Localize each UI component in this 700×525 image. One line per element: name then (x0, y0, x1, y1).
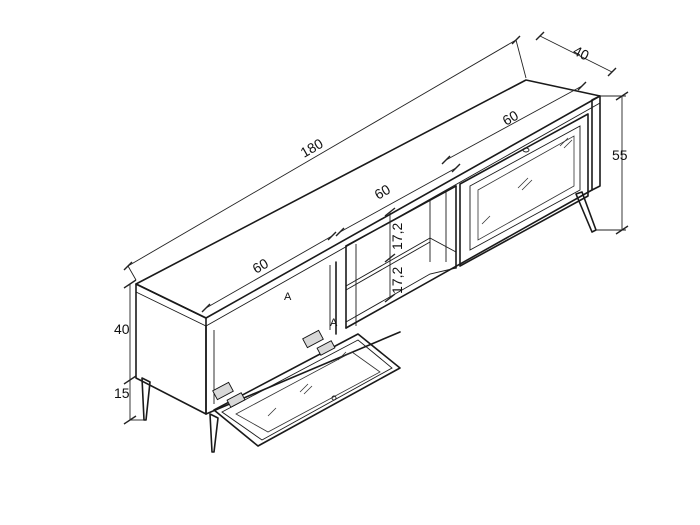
bottom-edge-right (345, 189, 593, 329)
glass-door-pane (477, 135, 575, 241)
dim-total-width: 180 (298, 135, 326, 161)
glass-door-inner (469, 125, 581, 251)
right-side-panel (591, 95, 601, 191)
middle-shelves (345, 185, 457, 329)
top-edge (135, 102, 601, 327)
door-knob (522, 147, 530, 153)
flap-door-panel (213, 333, 401, 447)
left-compartment: A A (205, 261, 338, 415)
hinge-mark-1: A (284, 291, 292, 303)
dim-total-height: 55 (612, 147, 628, 163)
dim-body-height: 40 (114, 321, 130, 337)
glass-reflection (267, 407, 277, 417)
top-surface (135, 79, 601, 319)
left-side-panel (135, 283, 207, 415)
glass-reflection (481, 215, 491, 225)
glass-reflection (563, 139, 573, 149)
glass-reflection (517, 177, 529, 189)
dim-depth: 40 (571, 42, 592, 63)
dim-leg-height: 15 (114, 385, 130, 401)
glass-door-frame (459, 113, 589, 267)
glass-reflection (299, 383, 309, 393)
leg-front-left (209, 413, 219, 453)
flap-door-glass (235, 351, 381, 433)
shelf-upper-edge (345, 241, 431, 291)
glass-reflection (559, 137, 569, 147)
door-knob (331, 395, 337, 401)
dim-section-right: 60 (500, 107, 522, 129)
glass-reflection (521, 179, 533, 191)
leg-back-left (141, 377, 151, 421)
dimension-lines (123, 31, 629, 425)
dim-section-middle: 60 (372, 181, 394, 203)
dim-section-left: 60 (250, 255, 272, 277)
hinge-left (212, 381, 246, 408)
dim-shelf-lower: 17,2 (389, 267, 405, 294)
glass-reflection (303, 385, 313, 395)
flap-door-inner (221, 339, 393, 441)
flap-door (212, 329, 401, 447)
glass-reflection (337, 351, 347, 361)
hinge-mark-2: A (330, 317, 338, 329)
shelf-lower (345, 267, 457, 323)
middle-top-edge (345, 185, 457, 247)
dim-shelf-upper: 17,2 (389, 223, 405, 250)
right-glass-door (459, 113, 589, 267)
hinge-right (302, 329, 336, 356)
